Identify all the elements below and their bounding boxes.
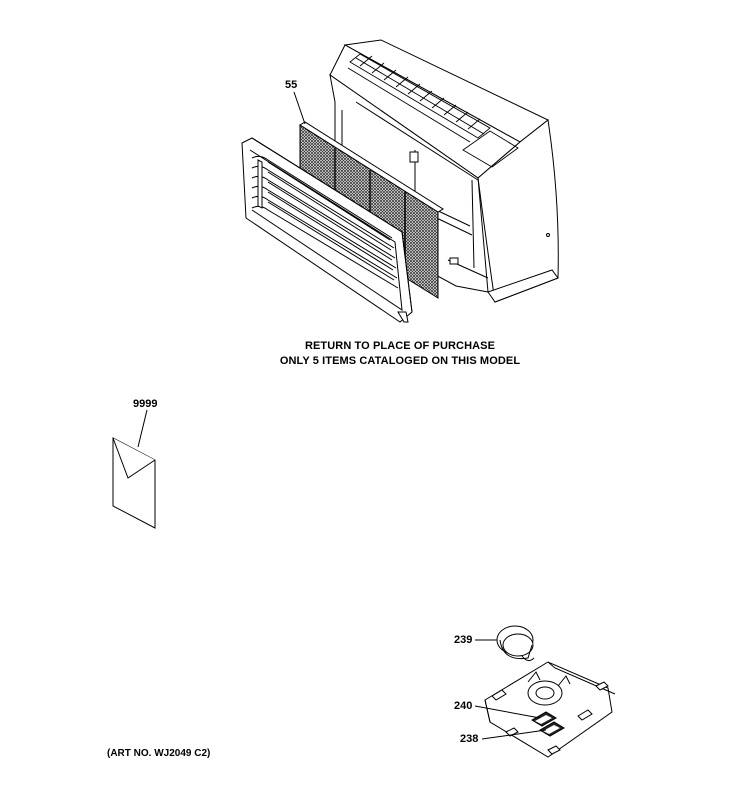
purchase-note-line2: ONLY 5 ITEMS CATALOGED ON THIS MODEL: [279, 355, 521, 367]
leader-240: [475, 706, 540, 718]
callout-238: 238: [460, 733, 479, 745]
callout-240: 240: [454, 700, 473, 712]
control-knob: [497, 626, 534, 661]
callout-9999: 9999: [133, 398, 158, 410]
purchase-note-line1: RETURN TO PLACE OF PURCHASE: [304, 340, 496, 352]
front-grille: [242, 138, 412, 322]
art-number: (ART NO. WJ2049 C2): [107, 748, 211, 759]
leader-238: [482, 730, 546, 739]
top-grille: [348, 54, 518, 167]
callout-55: 55: [285, 79, 298, 91]
callout-239: 239: [454, 634, 473, 646]
leader-55: [294, 92, 305, 124]
control-panel: [485, 662, 615, 757]
leader-9999: [138, 410, 147, 447]
owners-manual: [113, 438, 155, 528]
